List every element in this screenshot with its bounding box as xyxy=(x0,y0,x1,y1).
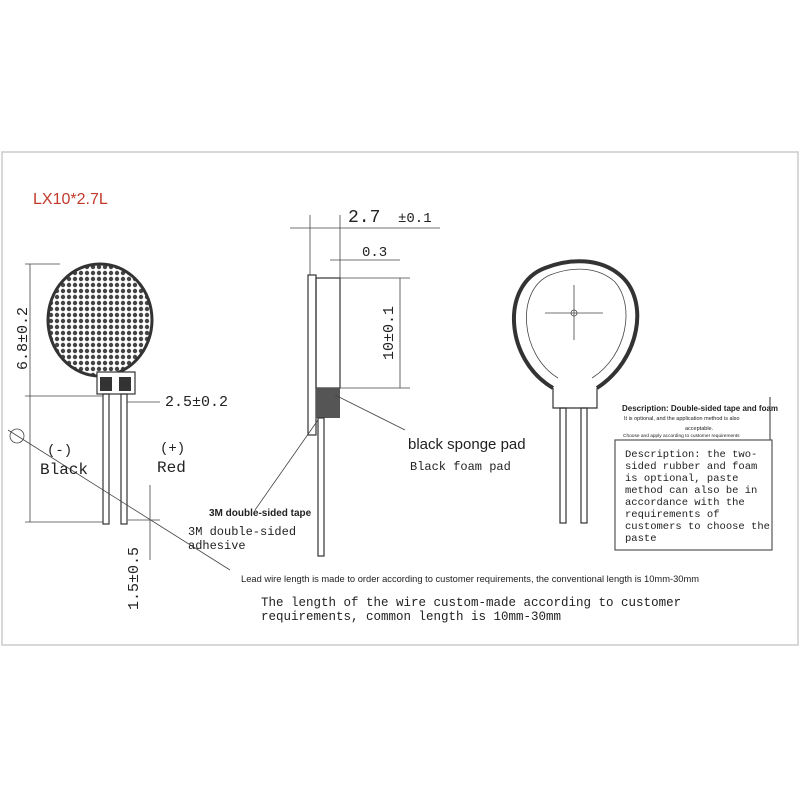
front-view xyxy=(7,262,231,571)
tape-dim: 0.3 xyxy=(362,245,387,261)
model-title: LX10*2.7L xyxy=(33,191,108,208)
description-line: accordance with the xyxy=(625,497,745,509)
sponge-label-mono: Black foam pad xyxy=(410,460,511,474)
description-line: requirements of xyxy=(625,509,720,521)
tape-label: 3M double-sided tape xyxy=(209,508,312,519)
pos-sign: (+) xyxy=(160,441,185,457)
description-sub-3: Choose and apply according to customer r… xyxy=(623,433,740,439)
lead-length-mono-1: The length of the wire custom-made accor… xyxy=(261,596,681,610)
description-line: method can also be in xyxy=(625,485,757,497)
neg-sign: (-) xyxy=(47,443,72,459)
description-line: Description: the two- xyxy=(625,449,757,461)
tape-label-mono-1: 3M double-sided xyxy=(188,525,296,539)
side-view xyxy=(254,215,440,557)
lead-length-mono-2: requirements, common length is 10mm-30mm xyxy=(261,610,561,624)
pos-label: Red xyxy=(157,459,186,477)
lead-dim: 1.5±0.5 xyxy=(126,547,143,610)
thickness-tol: ±0.1 xyxy=(398,211,432,227)
diameter-dim: 10±0.1 xyxy=(381,306,398,360)
description-line: paste xyxy=(625,533,657,545)
neg-label: Black xyxy=(40,461,88,479)
description-sub-1: It is optional, and the application meth… xyxy=(624,416,740,422)
description-sub-2: acceptable. xyxy=(685,426,714,432)
description-callout: Description: Double-sided tape and foam … xyxy=(614,397,778,551)
description-heading: Description: Double-sided tape and foam xyxy=(622,404,778,413)
description-line: is optional, paste xyxy=(625,473,738,485)
thickness-dim: 2.7 xyxy=(348,208,380,228)
back-view xyxy=(512,259,640,524)
tape-label-mono-2: adhesive xyxy=(188,539,246,553)
description-line: sided rubber and foam xyxy=(625,461,757,473)
lead-length-note: Lead wire length is made to order accord… xyxy=(241,574,699,585)
sponge-label: black sponge pad xyxy=(408,436,526,453)
pitch-dim: 2.5±0.2 xyxy=(165,394,228,411)
height-dim: 6.8±0.2 xyxy=(15,307,32,370)
drawing-frame xyxy=(1,151,799,646)
description-line: customers to choose the xyxy=(625,521,770,533)
